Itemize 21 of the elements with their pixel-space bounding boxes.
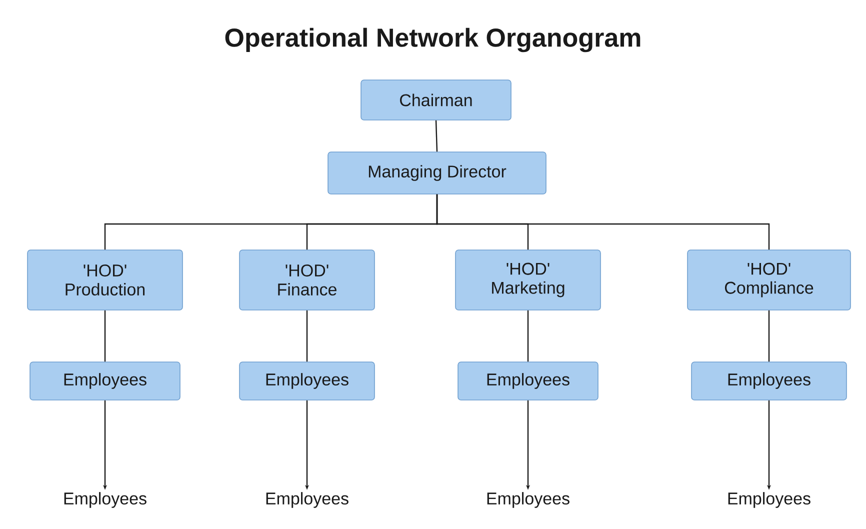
org-box: Chairman xyxy=(360,80,512,120)
org-box: 'HOD' Marketing xyxy=(455,250,601,310)
connector xyxy=(768,310,770,362)
org-box: Managing Director xyxy=(328,152,546,194)
org-box: 'HOD' Compliance xyxy=(687,250,851,310)
org-box: Employees xyxy=(239,362,375,400)
org-box: Employees xyxy=(30,362,180,400)
connector xyxy=(436,194,770,250)
connector xyxy=(104,310,106,362)
connector xyxy=(527,310,529,362)
org-label: Employees xyxy=(266,492,348,508)
org-box: Employees xyxy=(691,362,847,400)
org-box: 'HOD' Production xyxy=(27,250,183,310)
connector xyxy=(306,310,308,362)
org-label: Employees xyxy=(728,492,810,508)
org-label: Employees xyxy=(64,492,146,508)
title: Operational Network Organogram xyxy=(225,28,640,52)
org-box: 'HOD' Finance xyxy=(239,250,375,310)
connector xyxy=(435,120,438,152)
org-box: Employees xyxy=(458,362,598,400)
org-label: Employees xyxy=(487,492,570,508)
